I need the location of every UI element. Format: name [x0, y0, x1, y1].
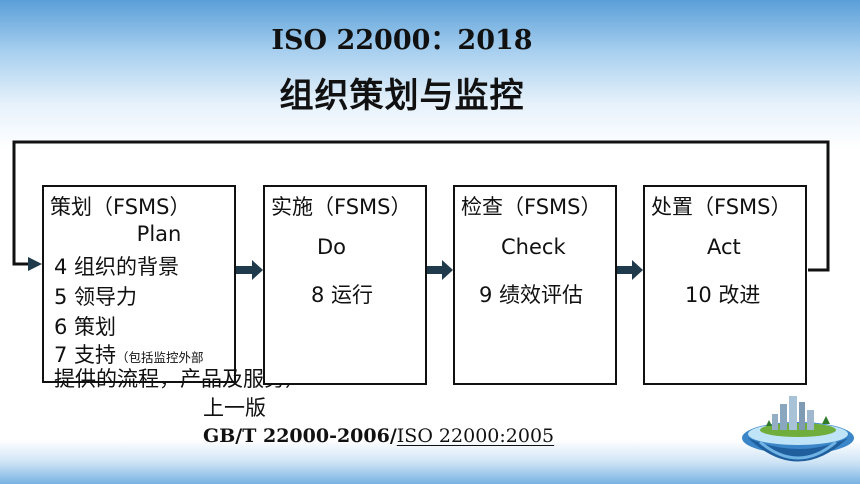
- previous-edition-label: 上一版: [203, 396, 266, 420]
- do-clause: 8 运行: [311, 283, 374, 307]
- act-box: 处置（FSMS） Act 10 改进: [643, 185, 807, 385]
- connector-do-check: [426, 260, 453, 280]
- act-label: Act: [707, 235, 741, 259]
- standard-title: ISO 22000：2018: [271, 25, 533, 56]
- check-heading: 检查（FSMS）: [461, 195, 602, 219]
- page-title: 组织策划与监控: [279, 76, 525, 116]
- do-box: 实施（FSMS） Do 8 运行: [263, 185, 427, 385]
- plan-item-support: 7 支持（包括监控外部: [54, 339, 204, 369]
- plan-item-planning: 6 策划: [54, 315, 117, 339]
- standard-code-iso: ISO 22000:2005: [396, 425, 555, 447]
- plan-label: Plan: [136, 222, 182, 246]
- header-gradient: [0, 0, 860, 150]
- do-label: Do: [317, 235, 347, 259]
- act-heading: 处置（FSMS）: [651, 195, 792, 219]
- support-note-a: （包括监控外部: [116, 350, 204, 365]
- check-clause: 9 绩效评估: [479, 283, 584, 307]
- globe-city-illustration: [742, 396, 854, 462]
- check-box: 检查（FSMS） Check 9 绩效评估: [453, 185, 617, 385]
- previous-standard-code: GB/T 22000-2006/ISO 22000:2005: [203, 425, 554, 447]
- plan-item-context: 4 组织的背景: [54, 255, 180, 279]
- do-heading: 实施（FSMS）: [271, 195, 412, 219]
- footer-gradient: [0, 440, 860, 484]
- plan-item-leadership: 5 领导力: [54, 285, 138, 309]
- connector-check-act: [616, 260, 643, 280]
- standard-code-gb: GB/T 22000-2006/: [203, 425, 397, 447]
- check-label: Check: [501, 235, 566, 259]
- plan-heading: 策划（FSMS）: [50, 195, 191, 219]
- act-clause: 10 改进: [685, 283, 761, 307]
- support-label: 7 支持: [54, 343, 117, 367]
- connector-plan-do: [236, 260, 263, 280]
- feedback-arrow-head: [28, 257, 42, 271]
- plan-box: 策划（FSMS） Plan 4 组织的背景 5 领导力 6 策划 7 支持（包括…: [42, 185, 306, 391]
- feedback-loop-line: [12, 140, 830, 272]
